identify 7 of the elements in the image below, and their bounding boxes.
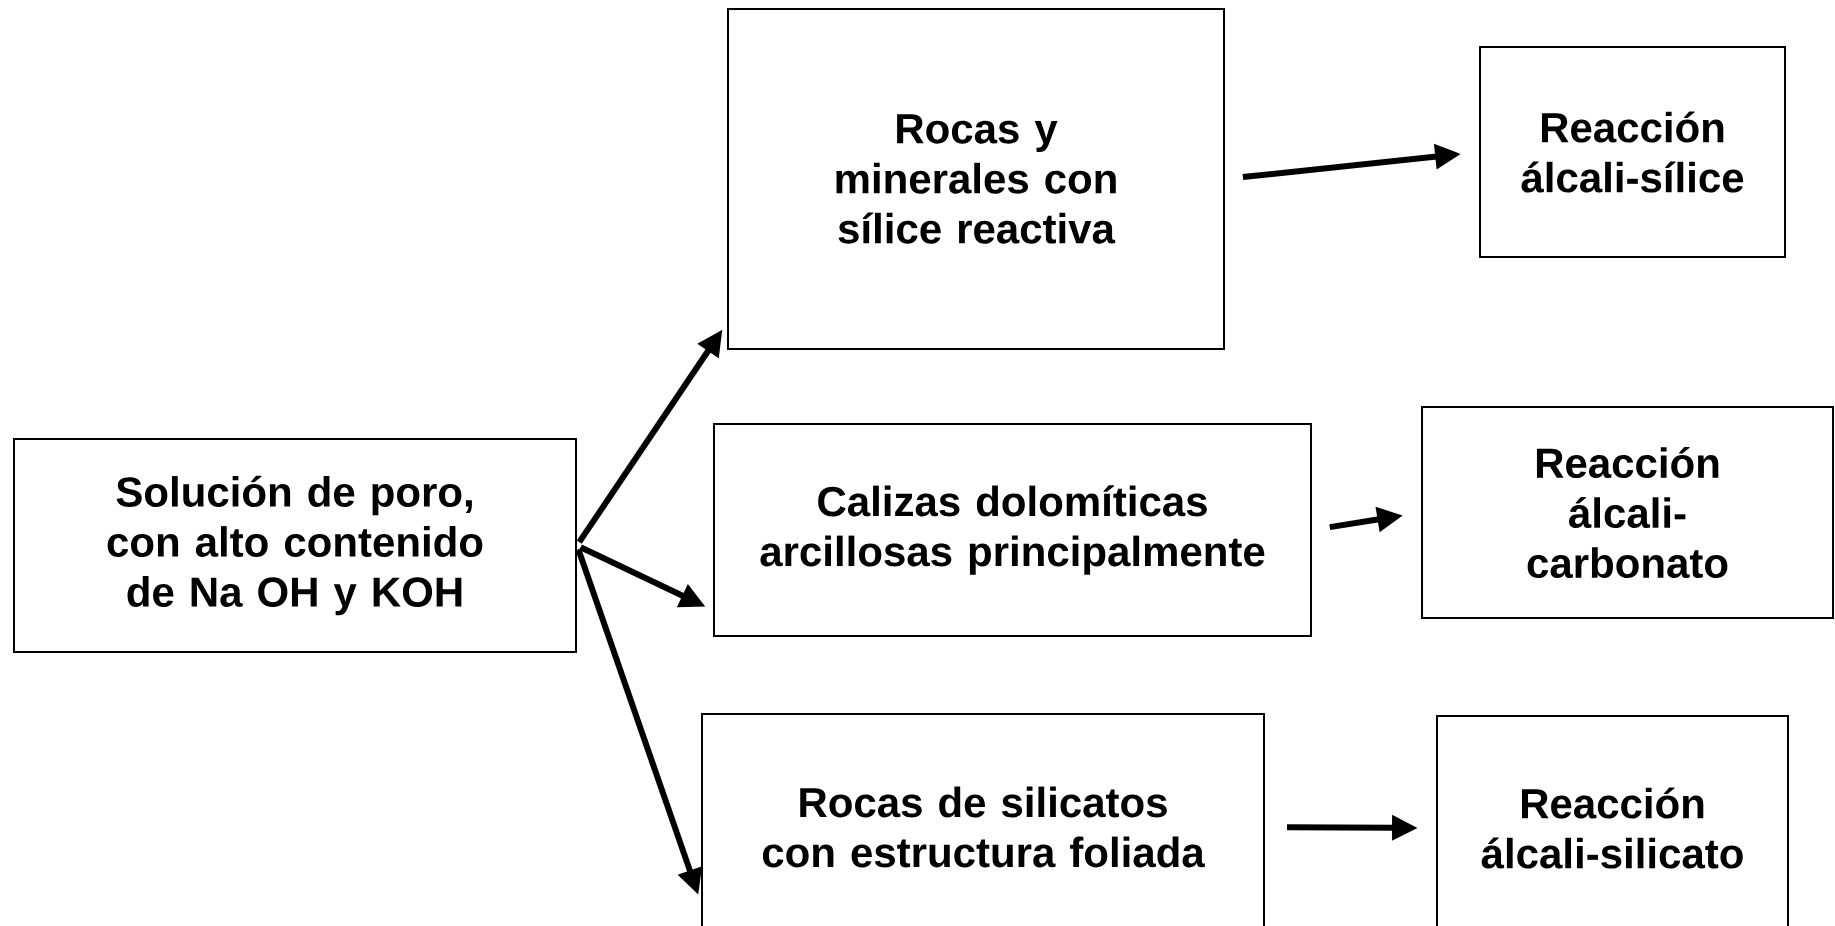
process-box: Rocas y minerales con sílice reactiva [727, 8, 1225, 350]
process-box: Reacción álcali-sílice [1479, 46, 1787, 258]
process-box: Reacción álcali-carbonato [1421, 406, 1835, 619]
process-box: Solución de poro, con alto contenido de Na OH y KOH [13, 438, 577, 653]
process-box: Reacción álcali-silicato [1436, 715, 1790, 926]
process-box: Calizas dolomíticas arcillosas principalmente [713, 423, 1312, 637]
process-box: Rocas de silicatos con estructura foliada [701, 713, 1265, 926]
